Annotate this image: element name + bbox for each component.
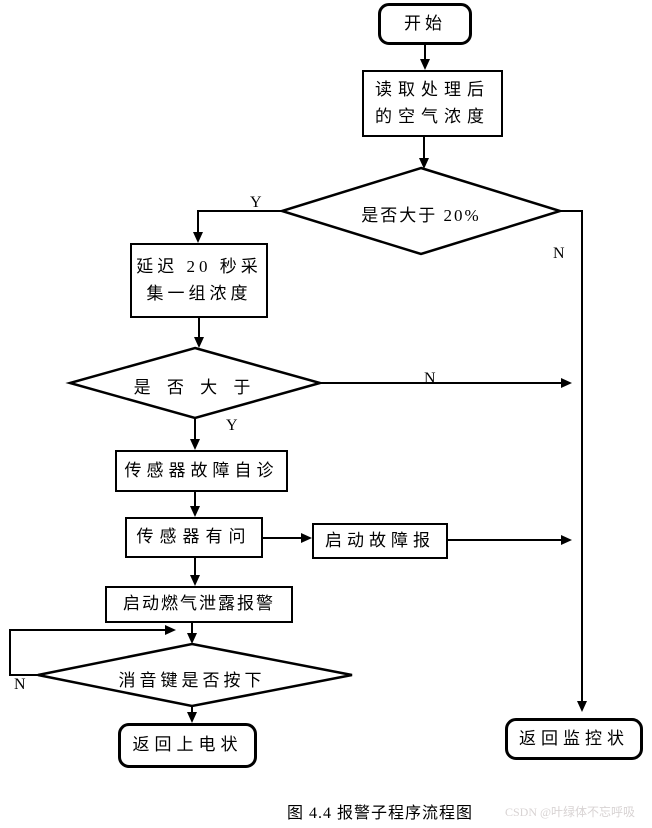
start-gas-alarm-label: 启动燃气泄露报警 <box>123 594 275 614</box>
arrowhead-start-read <box>420 59 430 70</box>
return-power-on-node: 返回上电状 <box>118 723 257 768</box>
arrowhead-greater-no <box>561 378 572 388</box>
arrowhead-delay-decision <box>194 337 204 348</box>
start-fault-alarm-node: 启动故障报 <box>312 523 448 559</box>
return-monitor-label: 返回监控状 <box>519 728 629 748</box>
label-over20-no: N <box>553 245 565 262</box>
arrowhead-problem-gasalarm <box>190 575 200 586</box>
watermark-text: CSDN @叶绿体不忘呼吸 <box>505 805 636 819</box>
return-power-on-label: 返回上电状 <box>132 735 243 755</box>
label-greater-yes: Y <box>226 417 238 434</box>
edge-decision20-no-to-monitor <box>557 210 583 702</box>
read-line1: 读取处理后 <box>375 80 490 100</box>
edge-decision20-yes-to-delay <box>197 210 282 233</box>
decision-over20-label: 是否大于 20% <box>361 206 481 225</box>
arrowhead-yes-delay <box>193 232 203 243</box>
figure-caption: 图 4.4 报警子程序流程图 <box>286 805 473 822</box>
delay-collect-node: 延迟 20 秒采 集一组浓度 <box>130 243 268 318</box>
start-gas-alarm-node: 启动燃气泄露报警 <box>105 586 293 623</box>
decision-greater-label: 是 否 大 于 <box>133 378 257 397</box>
read-line2: 的空气浓度 <box>375 106 490 126</box>
arrowhead-problem-fault <box>301 533 312 543</box>
sensor-problem-node: 传感器有问 <box>125 517 263 558</box>
start-label: 开始 <box>404 13 446 33</box>
start-fault-alarm-label: 启动故障报 <box>325 530 435 550</box>
sensor-problem-label: 传感器有问 <box>136 527 252 547</box>
edge-mute-no-loop <box>9 629 166 676</box>
return-monitor-node: 返回监控状 <box>505 718 643 760</box>
decision-over20-diamond <box>277 166 565 256</box>
decision-mute-diamond <box>37 642 353 708</box>
arrowhead-no-monitor <box>577 701 587 712</box>
arrowhead-selfdiag-problem <box>190 506 200 517</box>
delay-line2: 集一组浓度 <box>146 283 252 303</box>
arrowhead-mute-loop <box>165 625 176 635</box>
arrowhead-mute-poweron <box>187 712 197 723</box>
arrowhead-yes-selfdiag <box>190 439 200 450</box>
arrowhead-read-decision20 <box>419 158 429 169</box>
start-node: 开始 <box>378 3 472 45</box>
sensor-self-diag-label: 传感器故障自诊 <box>124 460 279 480</box>
sensor-self-diag-node: 传感器故障自诊 <box>115 450 288 492</box>
read-air-concentration-node: 读取处理后 的空气浓度 <box>362 70 503 137</box>
delay-line1: 延迟 20 秒采 <box>136 257 262 277</box>
label-mute-no: N <box>14 676 26 693</box>
decision-greater-diamond <box>65 346 325 420</box>
label-greater-no: N <box>424 370 436 387</box>
label-over20-yes: Y <box>250 194 262 211</box>
arrowhead-fault-rightline <box>561 535 572 545</box>
arrowhead-gasalarm-mute <box>187 633 197 644</box>
decision-mute-label: 消音键是否按下 <box>118 671 266 690</box>
